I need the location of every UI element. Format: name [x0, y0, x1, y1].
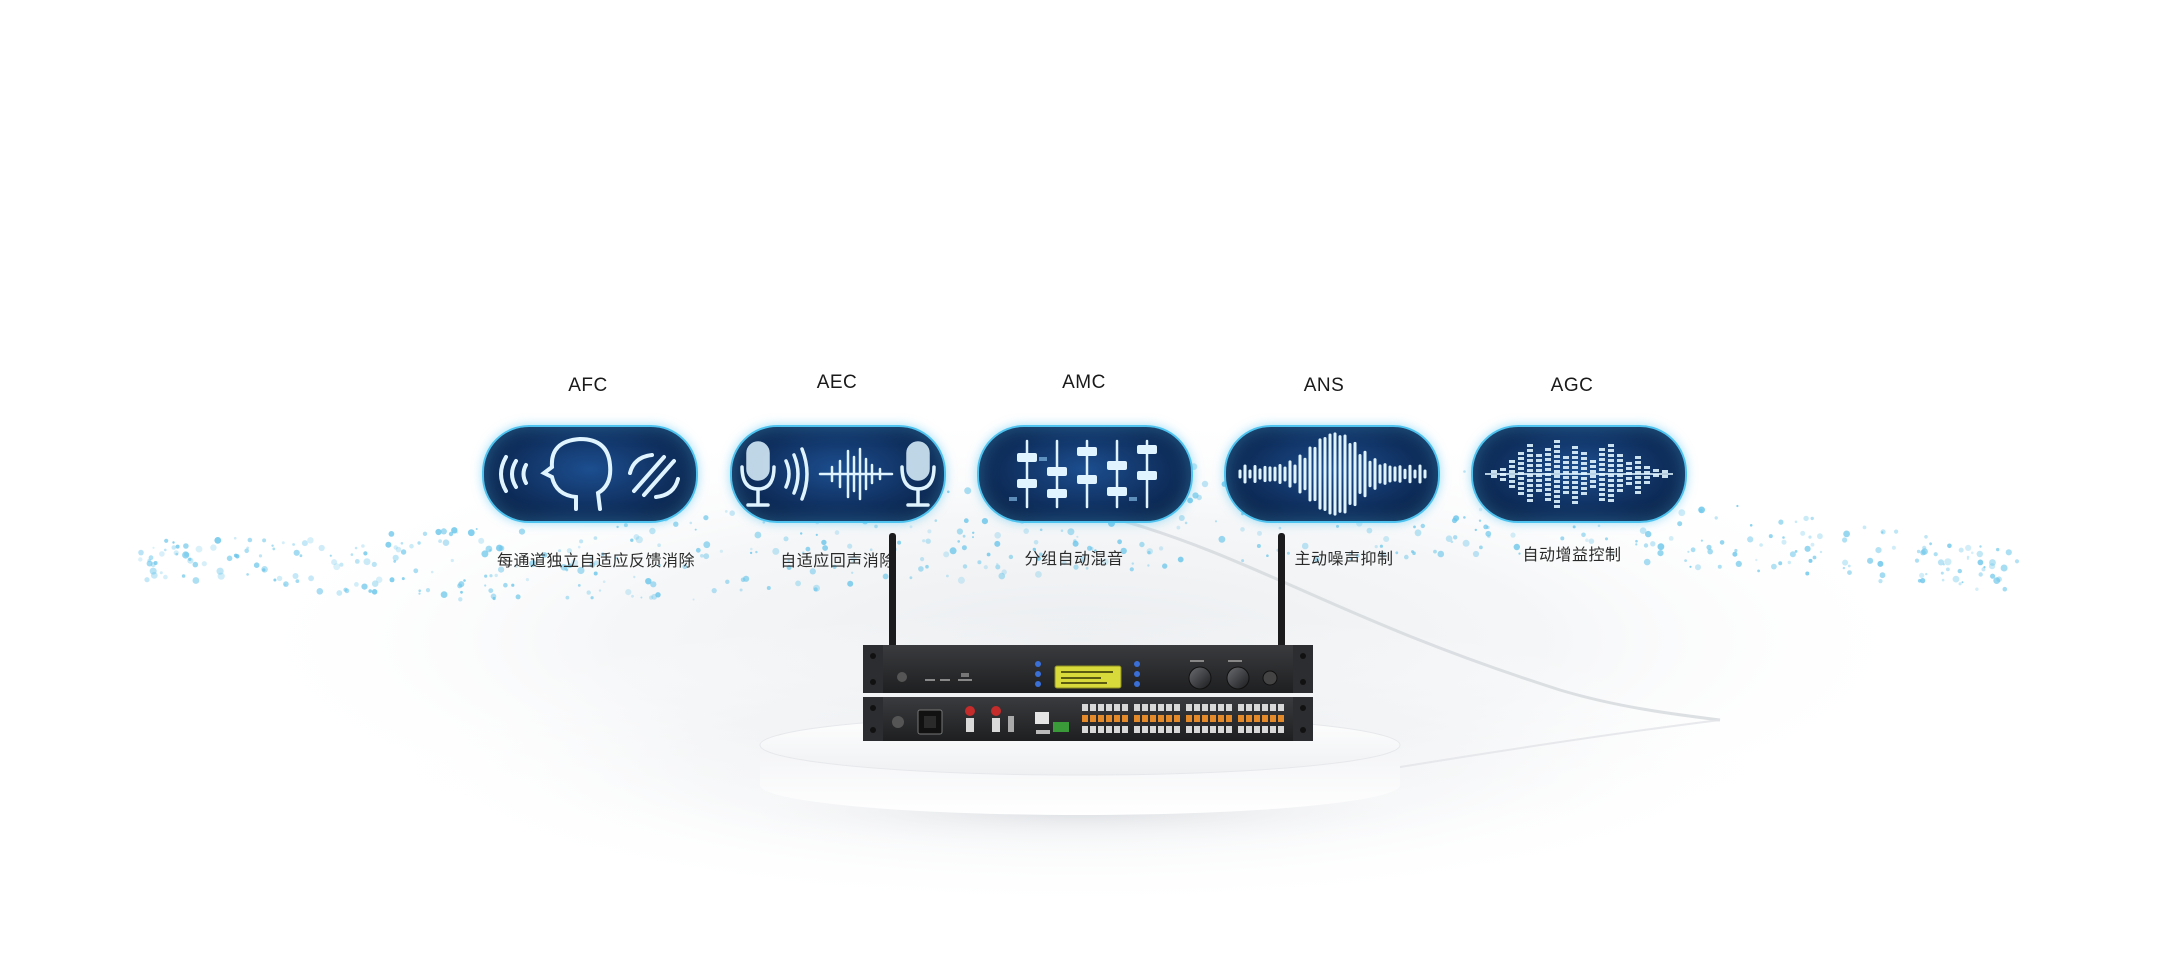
feature-title-afc: AFC [568, 375, 608, 396]
device-rear-panel [863, 697, 1313, 741]
feature-desc-aec: 自适应回声消除 [780, 553, 896, 570]
feature-desc-amc: 分组自动混音 [1024, 551, 1124, 568]
feature-title-agc: AGC [1550, 375, 1594, 396]
device-front-panel [863, 645, 1313, 693]
microphone-echo-icon [740, 441, 936, 507]
feature-desc-afc: 每通道独立自适应反馈消除 [496, 553, 695, 570]
feature-title-ans: ANS [1303, 375, 1345, 396]
speaker-terminal-red-2 [991, 706, 1001, 716]
feature-card-afc [482, 425, 698, 523]
gain-bars-icon [1485, 440, 1673, 508]
volume-knob-a [1188, 666, 1212, 690]
feature-title-amc: AMC [1062, 372, 1106, 393]
feature-card-amc [977, 425, 1193, 523]
background-swoosh [1119, 518, 1721, 722]
feature-card-ans [1224, 425, 1440, 523]
speaker-terminal-red-1 [965, 706, 975, 716]
feature-card-aec [730, 425, 946, 523]
feature-desc-ans: 主动噪声抑制 [1294, 551, 1394, 568]
power-knob [897, 672, 907, 682]
feature-desc-agc: 自动增益控制 [1522, 547, 1622, 564]
feature-card-agc [1471, 425, 1687, 523]
volume-knob-b [1226, 666, 1250, 690]
feature-title-aec: AEC [816, 372, 858, 393]
head-feedback-icon [499, 436, 680, 511]
audio-connector-grid [1082, 704, 1284, 733]
noise-waveform-icon [1238, 432, 1427, 516]
fader-mixer-icon [1009, 439, 1157, 509]
